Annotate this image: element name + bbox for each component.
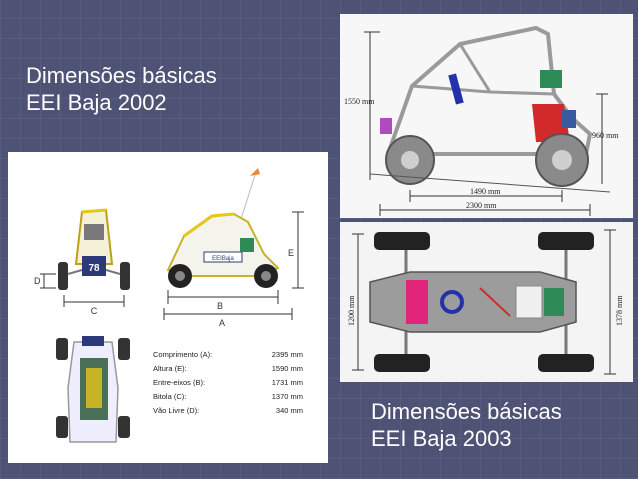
baja-2003-side-drawing: 1550 mm 960 mm 1490 mm 2300 mm [340, 14, 633, 218]
spec-row-wheelbase: Entre-eixos (B): 1731 mm [153, 378, 303, 392]
spec-row-clearance: Vão Livre (D): 340 mm [153, 406, 303, 420]
baja-2003-top-drawing: 1200 mm 1378 mm [340, 222, 633, 382]
spec-value: 340 mm [275, 406, 303, 415]
baja-2003-top-illustration: 1200 mm 1378 mm [347, 229, 624, 375]
slide-title-2002: Dimensões básicas EEI Baja 2002 [26, 62, 217, 116]
spec-label: Comprimento (A): [153, 350, 213, 359]
title-2003-line2: EEI Baja 2003 [371, 426, 512, 451]
dim-label-e: E [288, 248, 294, 258]
spec-table-2002: Comprimento (A): 2395 mm Altura (E): 159… [153, 350, 303, 420]
dim-label-c: C [91, 306, 98, 316]
top-view-2002 [56, 336, 130, 443]
dim-label-d: D [34, 276, 41, 286]
baja-2003-side-illustration: 1550 mm 960 mm 1490 mm 2300 mm [344, 25, 619, 216]
spec-value: 2395 mm [271, 350, 303, 359]
slide-title-2003: Dimensões básicas EEI Baja 2003 [371, 398, 562, 452]
baja-2002-drawing: 78 C D EEIBaja [8, 152, 328, 463]
dim-rear-height-2003: 960 mm [592, 131, 619, 140]
spec-label: Entre-eixos (B): [153, 378, 206, 387]
spec-value: 1731 mm [271, 378, 303, 387]
spec-row-height: Altura (E): 1590 mm [153, 364, 303, 378]
title-2002-line2: EEI Baja 2002 [26, 90, 167, 115]
title-2002-line1: Dimensões básicas [26, 63, 217, 88]
car-brand-label: EEIBaja [212, 256, 234, 262]
spec-label: Vão Livre (D): [153, 406, 200, 415]
dim-height-2003: 1550 mm [344, 97, 375, 106]
spec-value: 1590 mm [271, 364, 303, 373]
title-2003-line1: Dimensões básicas [371, 399, 562, 424]
spec-row-length: Comprimento (A): 2395 mm [153, 350, 303, 364]
car-number-label: 78 [88, 263, 100, 274]
side-view-2002: EEIBaja B A E [163, 168, 304, 328]
spec-label: Bitola (C): [153, 392, 187, 401]
dim-front-track-2003: 1200 mm [347, 295, 356, 326]
front-view-2002: 78 C D [34, 208, 130, 316]
baja-2002-illustration: 78 C D EEIBaja [34, 168, 304, 443]
dim-wheelbase-2003: 1490 mm [470, 187, 501, 196]
spec-row-track: Bitola (C): 1370 mm [153, 392, 303, 406]
spec-value: 1370 mm [271, 392, 303, 401]
dim-label-a: A [219, 318, 225, 328]
dim-rear-track-2003: 1378 mm [615, 295, 624, 326]
dim-label-b: B [217, 301, 223, 311]
spec-label: Altura (E): [153, 364, 187, 373]
dim-length-2003: 2300 mm [466, 201, 497, 210]
